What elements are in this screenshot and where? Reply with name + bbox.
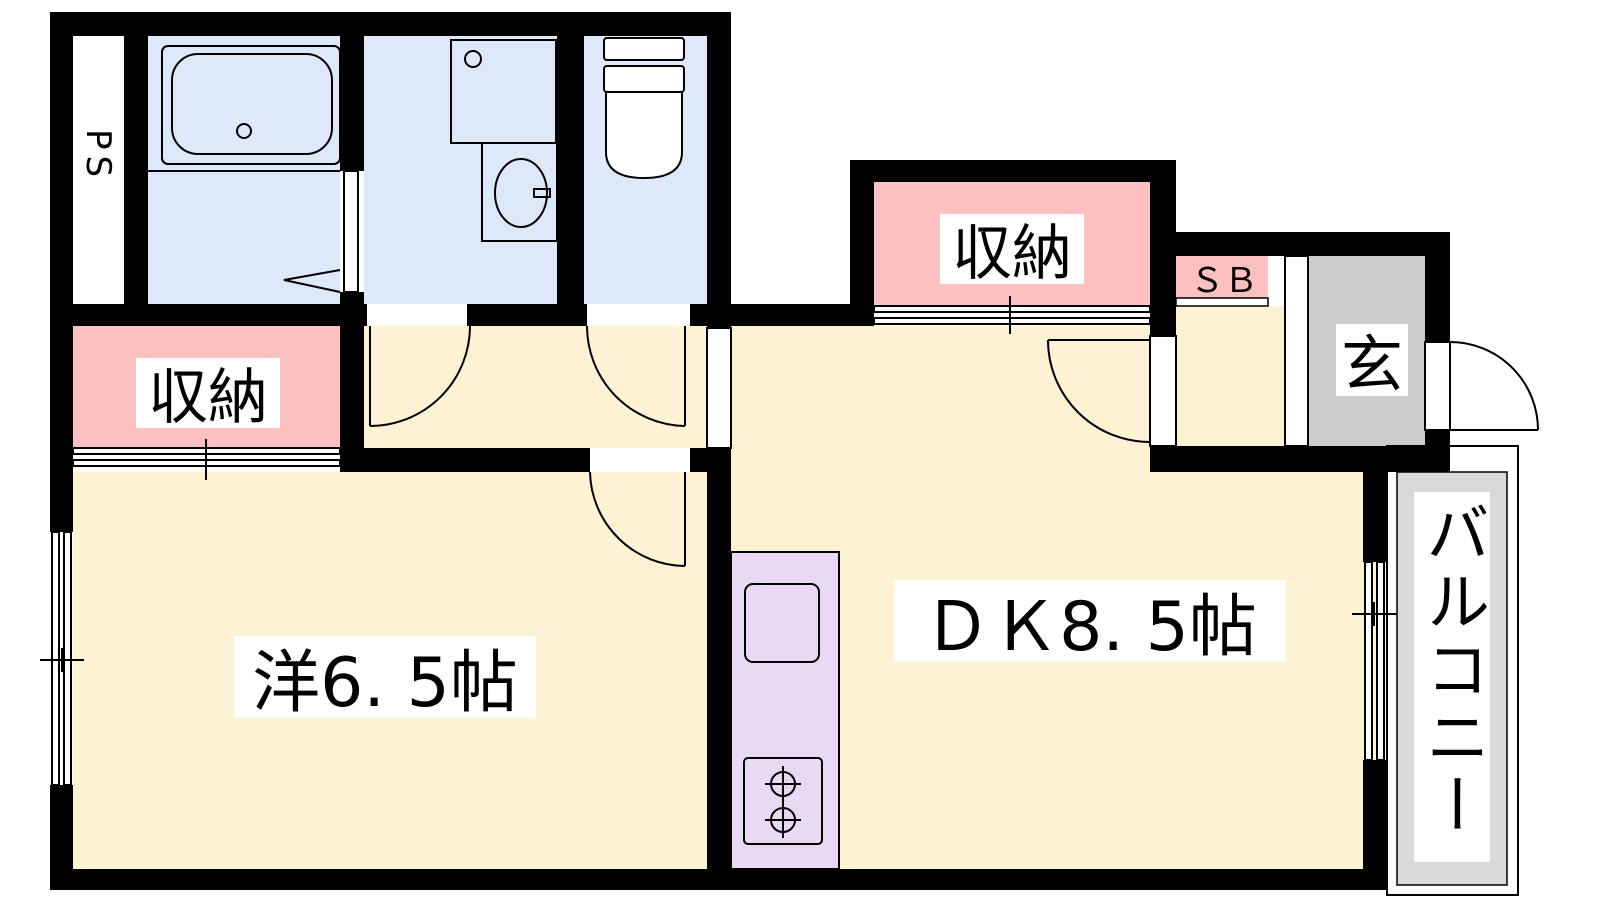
sink-icon bbox=[744, 583, 820, 663]
window-left bbox=[40, 531, 84, 786]
ps-shaft bbox=[72, 36, 124, 304]
label-bg bbox=[234, 636, 536, 718]
window-balcony bbox=[1352, 561, 1397, 761]
toilet-icon bbox=[603, 37, 685, 180]
door-jamb bbox=[1424, 341, 1451, 431]
storage-top-label: 収納 bbox=[952, 219, 1072, 289]
western-room-label: 洋6. 5帖 bbox=[252, 644, 518, 723]
dining-kitchen-label: ＤＫ8. 5帖 bbox=[923, 588, 1257, 667]
shoe-box-front bbox=[1175, 297, 1269, 307]
bathtub-icon bbox=[148, 45, 341, 172]
door-jamb bbox=[1149, 335, 1177, 447]
label-bg bbox=[1414, 492, 1490, 862]
label-bg bbox=[136, 358, 280, 428]
dk-entry-floor bbox=[1176, 306, 1285, 446]
hallway-floor bbox=[364, 326, 707, 448]
ps-label: PS bbox=[78, 129, 118, 183]
entry-step bbox=[1284, 255, 1309, 447]
bath-door-icon bbox=[283, 170, 359, 293]
wash-basin-icon bbox=[481, 142, 558, 242]
swing-doors bbox=[369, 325, 1539, 567]
walls bbox=[50, 12, 1450, 890]
washroom-floor bbox=[364, 36, 566, 304]
storage-left-label: 収納 bbox=[148, 363, 268, 433]
balcony-label: バルコニー bbox=[1415, 500, 1489, 840]
shoe-box-label: ＳＢ bbox=[1190, 261, 1258, 301]
door-jamb bbox=[706, 327, 732, 449]
label-bg bbox=[940, 214, 1084, 284]
storage-top-sliding-door bbox=[873, 296, 1151, 334]
stove-icon bbox=[743, 757, 823, 845]
label-bg bbox=[894, 580, 1286, 662]
storage-left-sliding-door bbox=[72, 439, 341, 480]
label-bg bbox=[1336, 324, 1408, 396]
entrance-label: 玄 bbox=[1341, 328, 1403, 401]
